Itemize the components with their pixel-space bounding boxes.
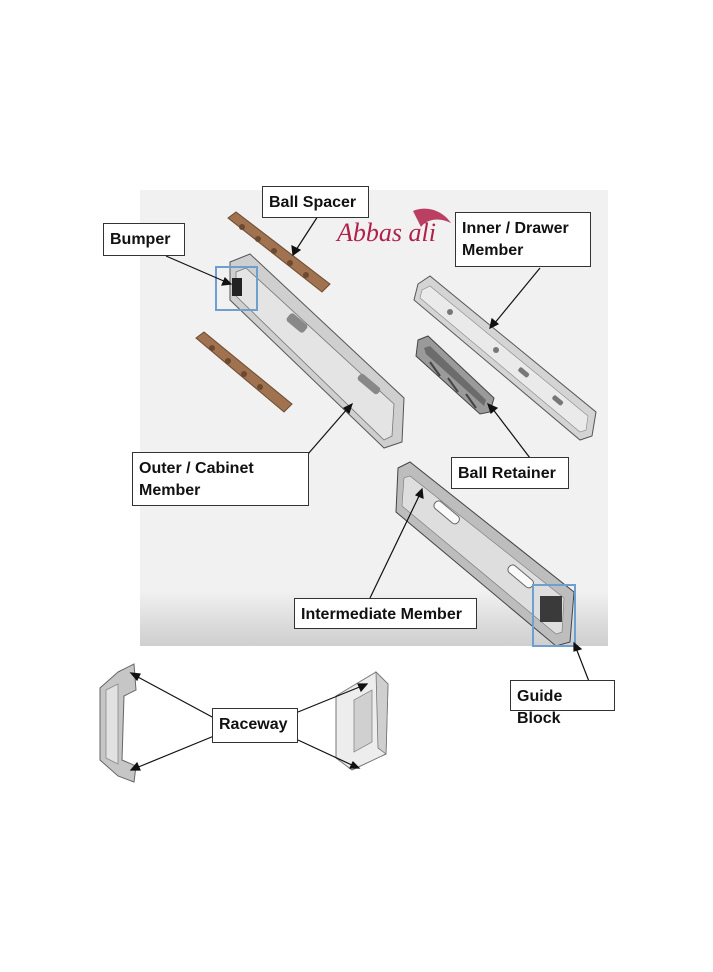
outer-cabinet-member-rail (229, 253, 405, 449)
inner-drawer-member-rail (413, 275, 597, 441)
logo-graphic: Abbas ali (335, 208, 451, 247)
raceway-right-part (335, 671, 389, 771)
intermediate-member-callout: Intermediate Member (294, 598, 477, 629)
intermediate-member-rail (395, 461, 575, 647)
ball-retainer-callout: Ball Retainer (451, 457, 569, 489)
bumper-highlight-box (215, 266, 258, 311)
watermark-logo: Abbas ali (335, 205, 455, 258)
ball-spacer-bottom (195, 331, 293, 413)
outer-cabinet-member-callout: Outer / Cabinet Member (132, 452, 309, 506)
guide-block-highlight-box (532, 584, 576, 647)
bumper-callout: Bumper (103, 223, 185, 256)
inner-drawer-member-callout: Inner / Drawer Member (455, 212, 591, 267)
ball-spacer-top (227, 211, 331, 293)
guide-block-callout: Guide Block (510, 680, 615, 727)
logo-text: Abbas ali (335, 218, 436, 247)
raceway-callout: Raceway (212, 708, 298, 743)
leader-lines (129, 186, 591, 771)
raceway-left-part (99, 663, 137, 783)
ball-retainer-part (415, 335, 495, 415)
ball-spacer-callout: Ball Spacer (262, 186, 369, 218)
